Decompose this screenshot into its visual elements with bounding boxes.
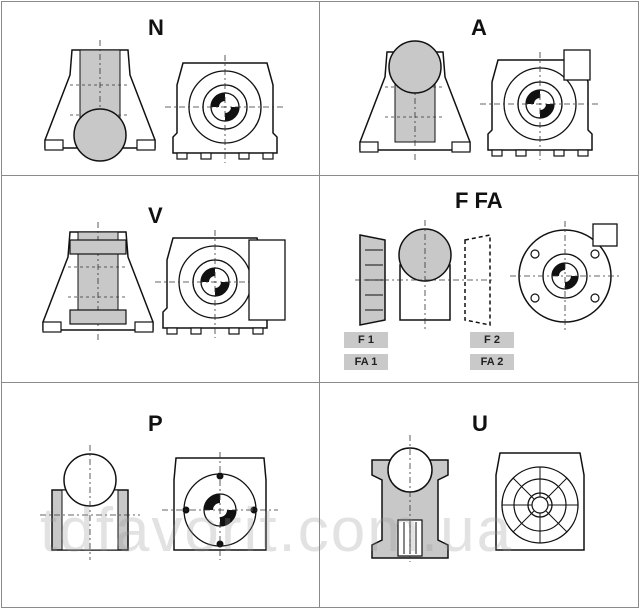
panel-title-n: N [148, 15, 164, 40]
panel-ffa-side-view [355, 220, 495, 330]
panel-p-side-view [40, 445, 140, 560]
panel-u [319, 382, 639, 608]
panel-title-v: V [148, 203, 163, 228]
panel-title-u: U [472, 411, 488, 436]
panel-title-p: P [148, 411, 163, 436]
panel-u-front-view [495, 452, 585, 551]
panel-v-side-view [42, 221, 154, 341]
panel-n-front-view [164, 54, 286, 164]
panel-u-side-view [371, 435, 449, 562]
panel-ffa-front-view [510, 221, 620, 331]
panel-title-a: A [471, 15, 487, 40]
watermark: tdfavorit.com.ua [40, 496, 514, 565]
tag-fa1: FA 1 [344, 354, 388, 370]
panel-v-front-view [154, 229, 286, 339]
tag-fa2: FA 2 [470, 354, 514, 370]
panel-title-f-fa: F FA [455, 188, 503, 213]
tag-f1: F 1 [344, 332, 388, 348]
panel-n-side-view [44, 39, 156, 162]
tag-f2: F 2 [470, 332, 514, 348]
panel-a-front-view [479, 49, 601, 161]
panel-a-side-view [359, 40, 471, 161]
panel-p-front-view [162, 452, 278, 560]
